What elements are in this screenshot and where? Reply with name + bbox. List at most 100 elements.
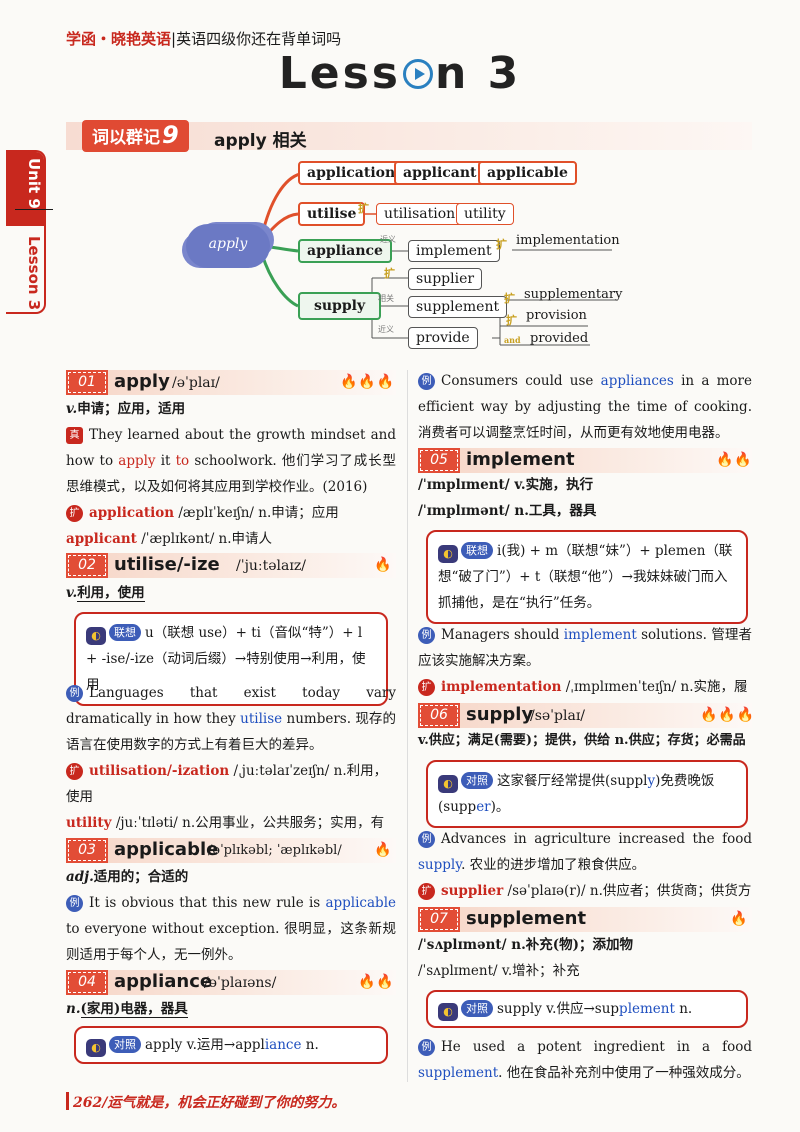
mm-provide: provide <box>408 327 478 349</box>
play-icon <box>403 59 433 89</box>
mm-supplier: supplier <box>408 268 483 290</box>
frequency-flames: 🔥 <box>374 842 393 858</box>
entry-meaning: v.供应；满足(需要)；提供，供给 n.供应；存货；必需品 <box>418 733 746 748</box>
mm-supply: supply <box>298 292 382 320</box>
frequency-flames: 🔥🔥 <box>716 452 753 468</box>
entry-phonetic: /səˈplaɪ/ <box>530 708 586 724</box>
meaning: 适用的；合适的 <box>93 869 189 885</box>
example-icon: 例 <box>418 831 435 848</box>
memory-icon: ◐ <box>438 775 458 793</box>
ex-text: Languages that exist today vary dramatic… <box>66 685 396 727</box>
memo-text: )。 <box>490 799 510 815</box>
header-sep: | <box>171 30 177 48</box>
mm-supplement: supplement <box>408 296 508 318</box>
entry-bar <box>66 970 396 995</box>
entry-word: applicable <box>114 839 219 860</box>
ex-text: solutions. 管理者应该实施解决方案。 <box>418 627 752 669</box>
entry-phonetic: /ˈjuːtəlaɪz/ <box>236 558 306 574</box>
ex-keyword: apply <box>118 453 156 469</box>
section-number: 9 <box>162 121 179 149</box>
ext-word: implementation <box>441 679 562 695</box>
entry-number: 05 <box>418 448 460 473</box>
ext-icon: 扩 <box>496 238 507 251</box>
ext-icon: 扩 <box>506 314 517 327</box>
ext-text: /ˌjuːtəlaɪˈzeɪʃn/ n.利用，使用 <box>66 763 388 805</box>
ext-icon: 扩 <box>384 267 395 280</box>
mm-supplementary: supplementary <box>524 287 623 302</box>
ex-keyword: supplement <box>418 1065 499 1081</box>
example-icon: 例 <box>418 627 435 644</box>
entry-bar <box>66 370 396 395</box>
memo-badge: 对照 <box>109 1036 141 1053</box>
tag-near: 近义 <box>380 235 396 244</box>
tag-related: 相关 <box>378 294 394 303</box>
entry-word: supplement <box>466 908 587 929</box>
mm-utilisation: utilisation <box>376 203 464 225</box>
side-tab: Unit 9 Lesson 3 <box>6 150 53 314</box>
memo-text: supply v.供应→sup <box>497 1001 620 1017</box>
entry-meaning: v.申请；应用，适用 <box>66 396 396 422</box>
column-divider <box>407 370 408 1082</box>
entry-number: 03 <box>66 838 108 863</box>
example-icon: 例 <box>66 685 83 702</box>
ex-text: Managers should <box>441 627 564 643</box>
entry-meaning: /ˈɪmplɪmənt/ n.工具，器具 <box>418 503 597 519</box>
ext-word: utilisation/-ization <box>89 763 230 779</box>
pos: n. <box>66 1001 81 1017</box>
extension-icon: 扩 <box>418 679 435 696</box>
mm-implement: implement <box>408 240 500 262</box>
section-label-text: 词以群记 <box>92 128 160 148</box>
pos: v. <box>66 585 78 601</box>
ex-text: He used a potent ingredient in a food <box>441 1039 752 1055</box>
mm-provision: provision <box>526 308 587 323</box>
extension-icon: 扩 <box>66 763 83 780</box>
extension-icon: 扩 <box>418 883 435 900</box>
ex-text: . 他在食品补充剂中使用了一种强效成分。 <box>498 1065 750 1081</box>
memo-keyword: y <box>647 773 656 789</box>
entry-meaning: /ˈɪmplɪment/ v.实施，执行 <box>418 477 594 493</box>
mm-application: application <box>298 161 405 185</box>
example-icon: 例 <box>66 895 83 912</box>
memory-icon: ◐ <box>438 1003 458 1021</box>
mm-utilise: utilise <box>298 202 366 226</box>
mm-applicable: applicable <box>478 161 577 185</box>
ext-text: /səˈplaɪə(r)/ n.供应者；供货商；供货方 <box>503 883 752 899</box>
memo-badge: 对照 <box>461 772 493 789</box>
and-icon: and <box>504 335 521 345</box>
entry-number: 04 <box>66 970 108 995</box>
meaning: 利用，使用 <box>77 585 145 602</box>
meaning: 申请；应用，适用 <box>77 401 186 417</box>
mind-map-root: apply <box>186 224 270 268</box>
entry-bar <box>418 907 752 932</box>
ex-text: numbers. 现存的语言在使用数字的方式上有着巨大的差异。 <box>66 711 396 753</box>
memo-keyword: er <box>476 799 491 815</box>
entry-phonetic: /əˈplɪkəbl; ˈæplɪkəbl/ <box>208 843 342 858</box>
tag-near2: 近义 <box>378 325 394 334</box>
section-title: apply 相关 <box>214 131 307 151</box>
entry-meaning: n.(家用)电器，器具 <box>66 996 188 1022</box>
page-number: 262/ <box>73 1095 108 1111</box>
example-icon: 例 <box>418 373 435 390</box>
entry-bar <box>418 703 752 728</box>
mm-appliance: appliance <box>298 239 392 263</box>
title-left: Less <box>278 48 401 99</box>
ex-text: to everyone without exception. 很明显，这条新规则… <box>66 921 396 963</box>
memo-badge: 联想 <box>109 624 141 641</box>
footer-quote: 运气就是，机会正好碰到了你的努力。 <box>107 1095 346 1111</box>
entry-word: appliance <box>114 971 213 992</box>
entry-word: implement <box>466 449 575 470</box>
memo-text: u（联想 use）+ ti（音似“特”）+ l + -ise/-ize（动词后缀… <box>86 625 366 693</box>
